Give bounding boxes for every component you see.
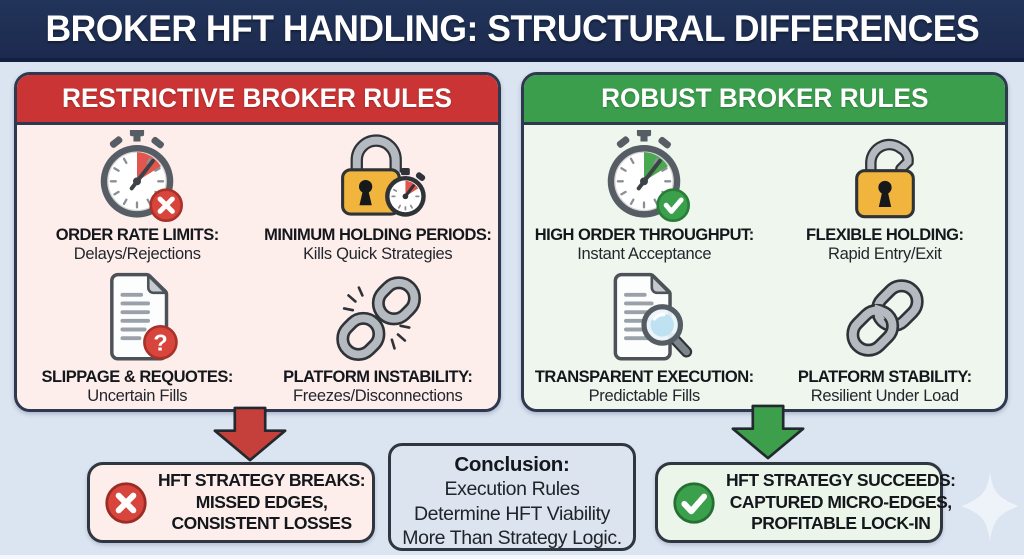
item-label: HIGH ORDER THROUGHPUT:	[534, 226, 755, 244]
conclusion-box: Conclusion: Execution Rules Determine HF…	[388, 443, 636, 551]
bottom-edge-strip	[0, 555, 1024, 559]
positive-outcome-box: HFT STRATEGY SUCCEEDS: CAPTURED MICRO-ED…	[655, 462, 956, 543]
item-detail: Freezes/Disconnections	[293, 387, 463, 405]
item-detail: Predictable Fills	[588, 387, 701, 405]
item-detail: Instant Acceptance	[577, 245, 712, 263]
document-magnifier-icon	[613, 272, 693, 361]
item-label: TRANSPARENT EXECUTION:	[534, 368, 754, 386]
stopwatch-check-icon	[607, 130, 691, 222]
negative-outcome-box: HFT STRATEGY BREAKS: MISSED EDGES, CONSI…	[87, 462, 375, 543]
item-detail: Uncertain Fills	[87, 387, 188, 405]
robust-panel-grid: HIGH ORDER THROUGHPUT: Instant Acceptanc…	[524, 125, 1005, 409]
item-minimum-holding-periods: MINIMUM HOLDING PERIODS: Kills Quick Str…	[258, 125, 499, 267]
conclusion-title: Conclusion:	[454, 453, 570, 476]
outcome-line: HFT STRATEGY BREAKS:	[158, 470, 366, 491]
outcome-line: MISSED EDGES,	[195, 491, 328, 512]
svg-text:?: ?	[154, 330, 168, 356]
red-down-arrow	[213, 406, 287, 462]
item-slippage-requotes: ? SLIPPAGE & REQUOTES: Uncertain Fills	[17, 267, 258, 409]
item-label: PLATFORM STABILITY:	[797, 368, 972, 386]
item-label: ORDER RATE LIMITS:	[55, 226, 220, 244]
item-platform-stability: PLATFORM STABILITY: Resilient Under Load	[765, 267, 1006, 409]
restrictive-panel-grid: ORDER RATE LIMITS: Delays/Rejections	[17, 125, 498, 409]
x-circle-icon	[105, 481, 147, 524]
item-label: FLEXIBLE HOLDING:	[806, 226, 964, 244]
outcome-line: HFT STRATEGY SUCCEEDS:	[726, 470, 956, 491]
page-title: BROKER HFT HANDLING: STRUCTURAL DIFFEREN…	[45, 8, 979, 49]
stopwatch-error-icon	[100, 130, 184, 222]
item-platform-instability: PLATFORM INSTABILITY: Freezes/Disconnect…	[258, 267, 499, 409]
item-label: MINIMUM HOLDING PERIODS:	[264, 226, 492, 244]
restrictive-panel-header: RESTRICTIVE BROKER RULES	[17, 75, 498, 125]
title-bar: BROKER HFT HANDLING: STRUCTURAL DIFFEREN…	[0, 0, 1024, 62]
item-flexible-holding: FLEXIBLE HOLDING: Rapid Entry/Exit	[765, 125, 1006, 267]
broken-chain-icon	[335, 276, 421, 361]
robust-panel: ROBUST BROKER RULES	[521, 72, 1008, 412]
item-detail: Rapid Entry/Exit	[828, 245, 942, 263]
positive-outcome-text: HFT STRATEGY SUCCEEDS: CAPTURED MICRO-ED…	[726, 470, 956, 534]
item-label: SLIPPAGE & REQUOTES:	[41, 368, 234, 386]
outcome-line: PROFITABLE LOCK-IN	[751, 513, 931, 534]
restrictive-panel-title: RESTRICTIVE BROKER RULES	[62, 83, 453, 113]
restrictive-panel: RESTRICTIVE BROKER RULES	[14, 72, 501, 412]
item-high-order-throughput: HIGH ORDER THROUGHPUT: Instant Acceptanc…	[524, 125, 765, 267]
item-detail: Kills Quick Strategies	[303, 245, 453, 263]
robust-panel-title: ROBUST BROKER RULES	[600, 83, 929, 113]
sparkle-icon	[961, 472, 1019, 542]
item-detail: Delays/Rejections	[73, 245, 201, 263]
open-lock-icon	[854, 138, 915, 219]
document-question-icon: ?	[110, 272, 179, 361]
green-down-arrow	[731, 404, 805, 460]
conclusion-body: Execution Rules Determine HFT Viability …	[402, 478, 622, 550]
outcome-line: CONSISTENT LOSSES	[171, 513, 353, 534]
lock-timer-icon	[340, 134, 426, 217]
negative-outcome-text: HFT STRATEGY BREAKS: MISSED EDGES, CONSI…	[158, 470, 366, 534]
robust-panel-header: ROBUST BROKER RULES	[524, 75, 1005, 125]
chain-icon	[846, 279, 924, 357]
outcome-line: CAPTURED MICRO-EDGES,	[729, 491, 952, 512]
item-detail: Resilient Under Load	[810, 387, 959, 405]
item-label: PLATFORM INSTABILITY:	[283, 368, 473, 386]
item-transparent-execution: TRANSPARENT EXECUTION: Predictable Fills	[524, 267, 765, 409]
check-circle-icon	[673, 481, 715, 524]
item-order-rate-limits: ORDER RATE LIMITS: Delays/Rejections	[17, 125, 258, 267]
